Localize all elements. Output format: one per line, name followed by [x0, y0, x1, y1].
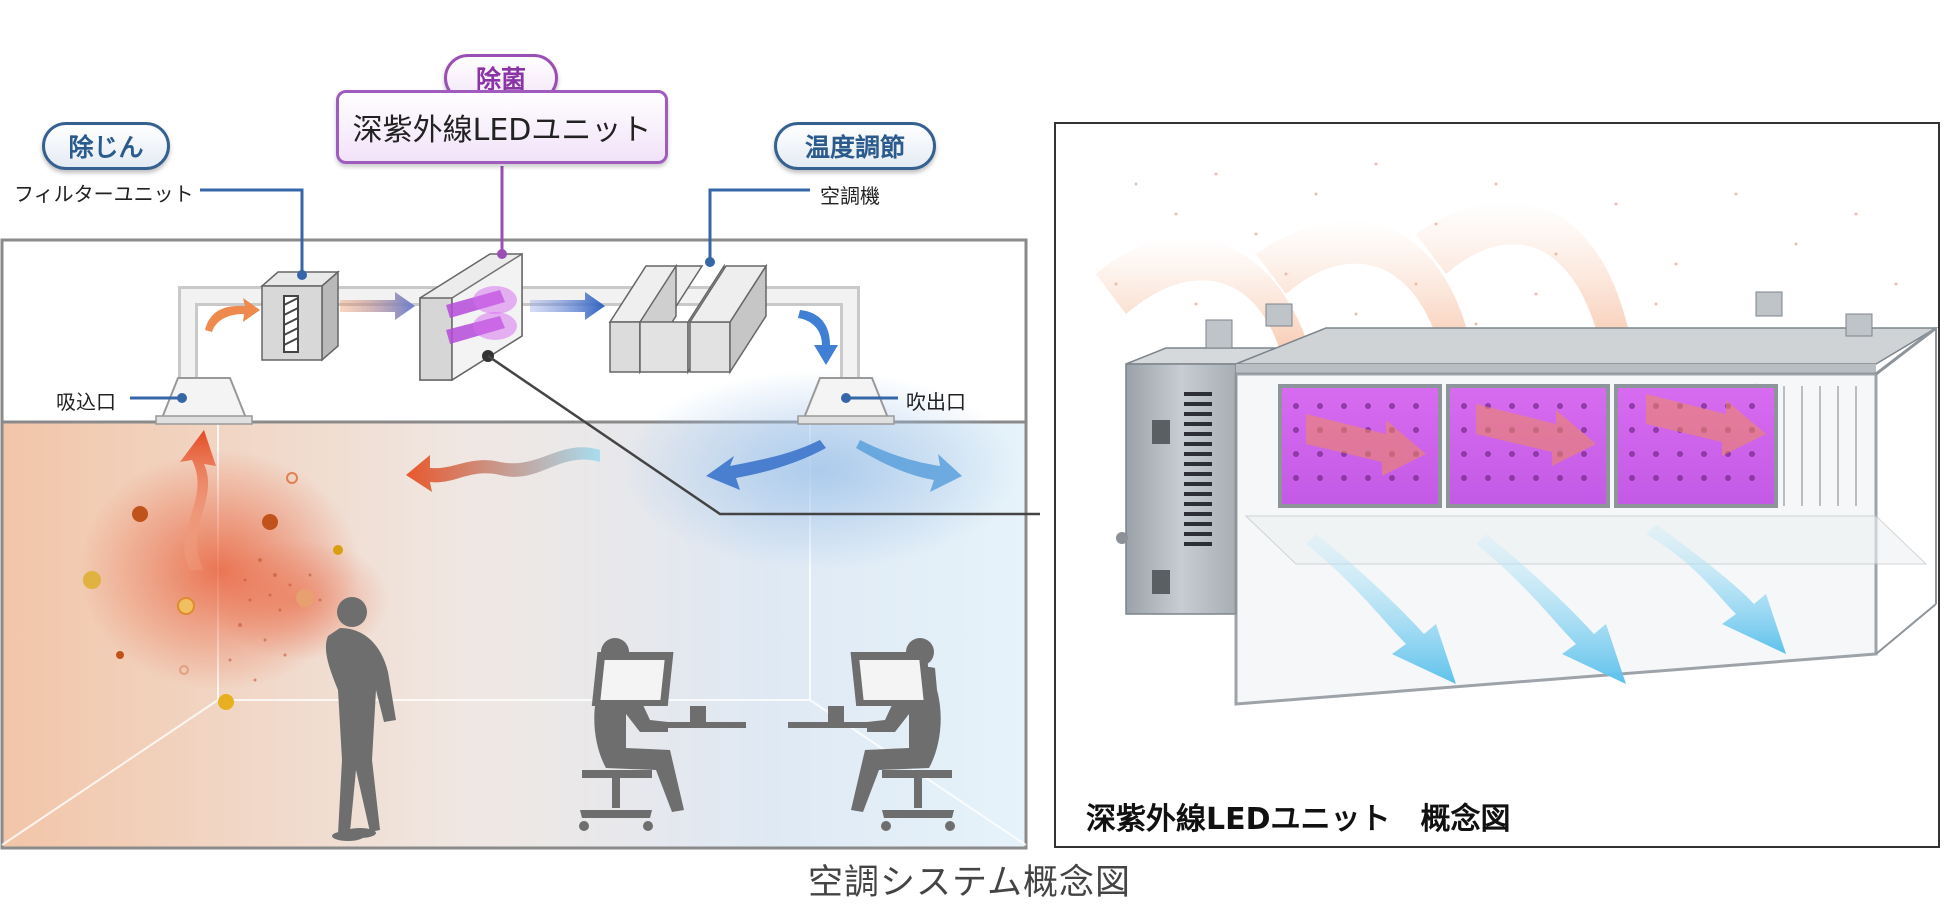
intake-airflow-arrow [180, 430, 216, 570]
uv-led-unit-graphic [419, 252, 523, 382]
intake-label: 吸込口 [56, 390, 116, 414]
germ-icons [83, 472, 343, 710]
filter-unit-graphic [260, 270, 340, 362]
air-conditioner-graphic [608, 263, 768, 375]
figure-caption: 空調システム概念図 [808, 863, 1131, 903]
temperature-control-tag: 温度調節 [774, 122, 936, 170]
uv-unit-housing [1116, 291, 1938, 706]
incoming-air-plumes [1096, 201, 1636, 374]
uv-unit-concept-caption: 深紫外線LEDユニット 概念図 [1086, 802, 1511, 837]
sterilized-air-arrows [1306, 524, 1786, 684]
outlet-right-arrow [856, 440, 962, 492]
uv-led-unit-label-box: 深紫外線LEDユニット [336, 90, 668, 164]
office-workers-silhouette [579, 638, 955, 831]
outlet-label: 吹出口 [906, 390, 966, 414]
end-louvers [1783, 386, 1857, 506]
return-air-wave-arrow [406, 447, 600, 492]
dust-removal-tag: 除じん [42, 122, 170, 170]
uv-led-unit-label: 深紫外線LEDユニット [352, 113, 652, 148]
outlet-left-arrow [706, 440, 826, 490]
uv-unit-illustration [1096, 162, 1938, 706]
coughing-person-silhouette [325, 597, 396, 841]
filter-unit-label: フィルターユニット [14, 182, 194, 206]
hvac-system-diagram: 除じん 除菌 深紫外線LEDユニット 温度調節 フィルターユニット 空調機 吸込… [0, 0, 1040, 860]
air-through-led-arrows [1306, 394, 1766, 476]
leader-lines [130, 166, 1040, 516]
air-conditioner-label: 空調機 [820, 184, 880, 208]
uv-unit-concept-panel: 深紫外線LEDユニット 概念図 [1054, 122, 1940, 848]
hvac-diagram-graphics [0, 166, 1040, 850]
